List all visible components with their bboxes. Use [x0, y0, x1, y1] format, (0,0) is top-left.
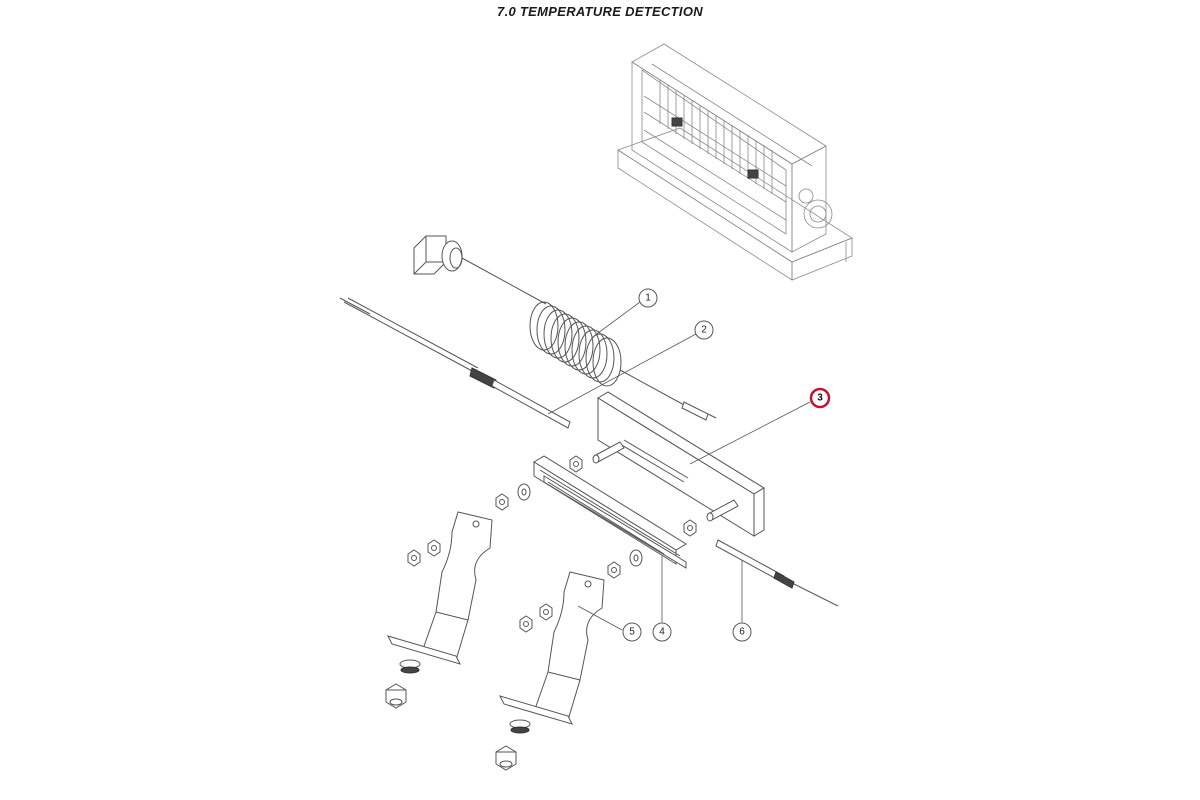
sensor-mounting-block	[592, 391, 765, 537]
leader-lines	[547, 301, 811, 631]
saddle-clamp-right	[499, 571, 605, 725]
svg-text:5: 5	[629, 627, 635, 638]
svg-text:2: 2	[701, 325, 707, 336]
saddle-clamp-left	[387, 511, 493, 665]
callout-6: 6	[732, 622, 752, 642]
callout-2: 2	[694, 320, 714, 340]
callout-3-highlighted: 3	[809, 387, 831, 409]
callout-1: 1	[638, 288, 658, 308]
probe-rod	[715, 539, 839, 607]
machine-overview-illustration	[617, 43, 853, 281]
svg-text:4: 4	[659, 627, 665, 638]
bolt-left	[385, 659, 421, 709]
callout-5: 5	[622, 622, 642, 642]
bolt-right	[495, 719, 531, 771]
channel-bracket	[533, 455, 687, 569]
page-title: 7.0 TEMPERATURE DETECTION	[497, 4, 703, 19]
thermostat-capillary-assembly	[413, 235, 717, 421]
svg-text:3: 3	[817, 393, 823, 404]
svg-text:6: 6	[739, 627, 745, 638]
fastener-hardware	[407, 455, 697, 633]
temperature-probe	[339, 297, 571, 429]
callout-4: 4	[652, 622, 672, 642]
svg-text:1: 1	[645, 293, 651, 304]
